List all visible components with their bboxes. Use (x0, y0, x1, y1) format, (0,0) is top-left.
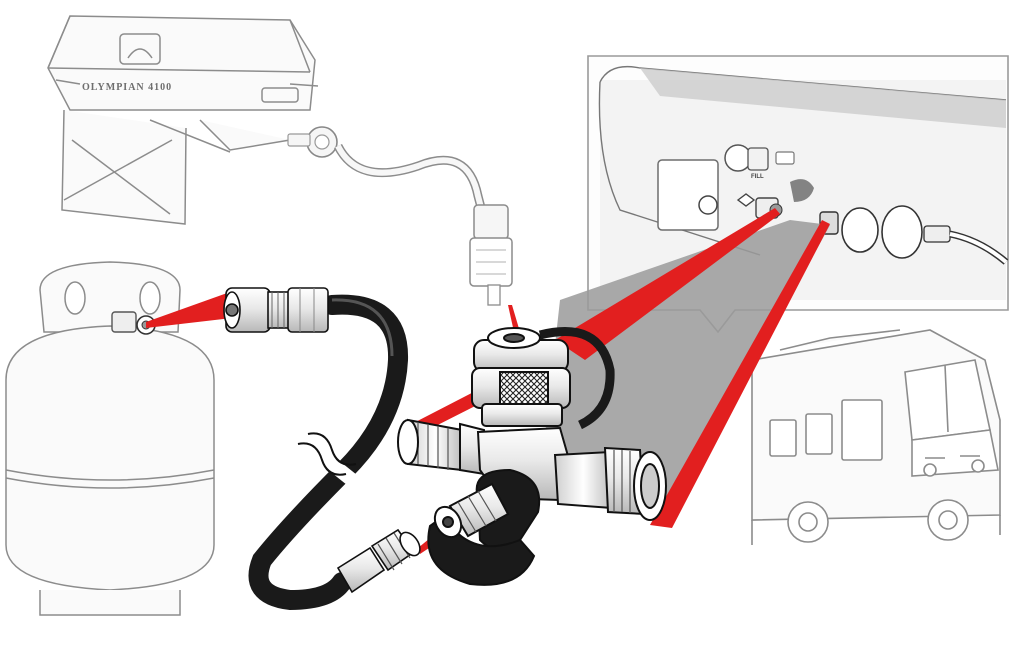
beam-tank-to-hose (146, 292, 232, 328)
left-flare-outlet (397, 418, 485, 476)
hose-outlet-coupler (336, 528, 421, 594)
fill-label: FILL (751, 174, 764, 180)
bottom-port-with-cap (427, 468, 541, 586)
tank-fill-valve: FILL (724, 144, 795, 180)
motorhome-icon (751, 329, 1001, 545)
beam-tee-to-regulator (650, 220, 830, 528)
grill-regulator (287, 126, 513, 306)
fitting-shadow (540, 220, 830, 520)
rv-regulator (819, 205, 1009, 265)
propane-tee-adapter-icon (397, 327, 667, 586)
grill-brand-label: OLYMPIAN 4100 (82, 82, 172, 93)
portable-grill-icon: OLYMPIAN 4100 (47, 15, 319, 225)
hose-inlet-coupler (223, 287, 329, 333)
rv-service-valve (698, 179, 814, 219)
compartment-door (657, 159, 719, 231)
dust-cap-strap (538, 327, 615, 430)
propane-tank-icon (5, 261, 215, 616)
beam-grill-to-tee (508, 305, 520, 332)
acme-nut-top (471, 327, 571, 427)
extension-hose-icon (223, 287, 421, 611)
beam-tee-to-service-valve (555, 208, 780, 360)
hose-break-symbol (297, 432, 357, 486)
right-acme-outlet (553, 446, 667, 521)
